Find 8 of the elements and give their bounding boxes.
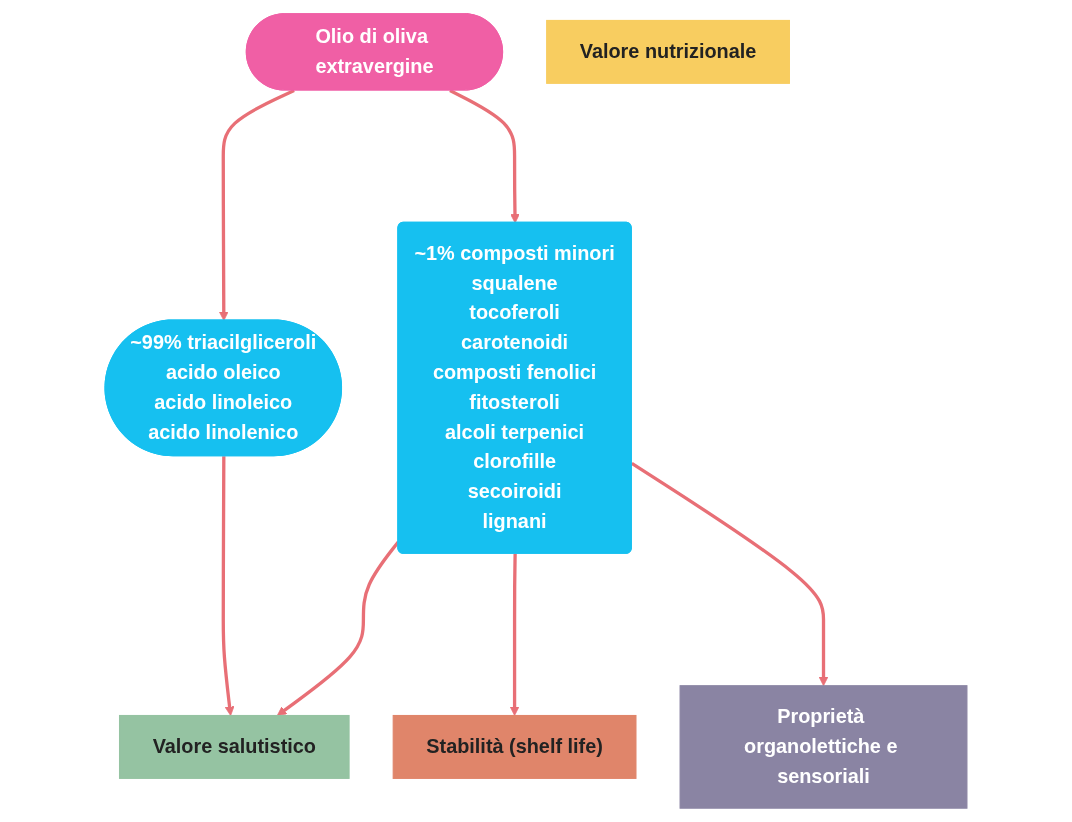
- node-box: Valore nutrizionale: [546, 19, 790, 84]
- arrow: [449, 89, 520, 224]
- arrow: [509, 553, 520, 716]
- arrow: [221, 456, 235, 716]
- node-box: Stabilità (shelf life): [392, 714, 637, 779]
- node-box: Proprietà organolettiche e sensoriali: [679, 685, 968, 809]
- node-box: Valore salutistico: [119, 714, 350, 779]
- arrow: [218, 89, 295, 321]
